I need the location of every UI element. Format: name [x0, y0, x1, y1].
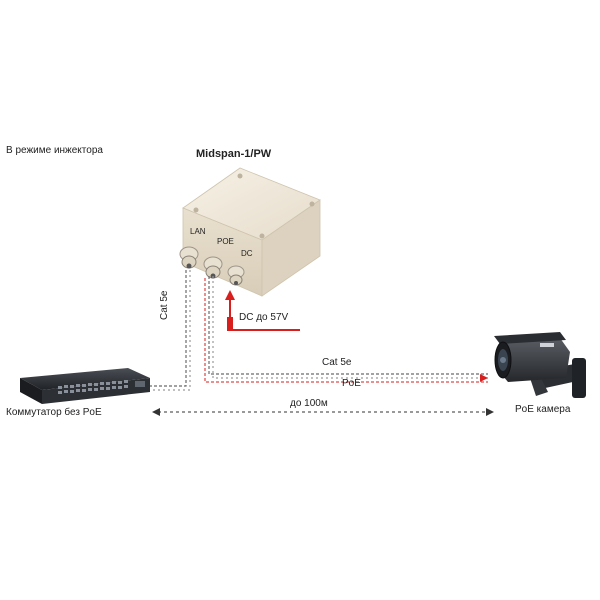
device-title: Midspan-1/PW	[196, 148, 272, 160]
lan-cable	[150, 270, 191, 391]
poe-cable	[204, 276, 488, 383]
midspan-enclosure	[182, 167, 321, 297]
mode-label: В режиме инжектора	[6, 145, 103, 156]
distance-arrow	[152, 408, 494, 416]
poe-label: PoE	[342, 378, 361, 389]
cable-horizontal-label: Cat 5e	[322, 357, 352, 368]
port-poe-label: POE	[217, 237, 234, 246]
poe-camera	[494, 332, 586, 398]
poe-gland	[203, 256, 223, 279]
dc-input-line	[225, 290, 300, 331]
network-switch	[20, 368, 150, 404]
port-dc-label: DC	[241, 249, 253, 258]
port-lan-label: LAN	[190, 227, 206, 236]
cable-vertical-label: Cat 5e	[159, 290, 170, 320]
camera-label: PoE камера	[515, 404, 571, 415]
switch-label: Коммутатор без PoE	[6, 407, 102, 418]
distance-label: до 100м	[290, 398, 328, 409]
dc-gland	[227, 265, 245, 286]
dc-voltage-label: DC до 57V	[239, 312, 289, 323]
lan-gland	[179, 246, 199, 269]
